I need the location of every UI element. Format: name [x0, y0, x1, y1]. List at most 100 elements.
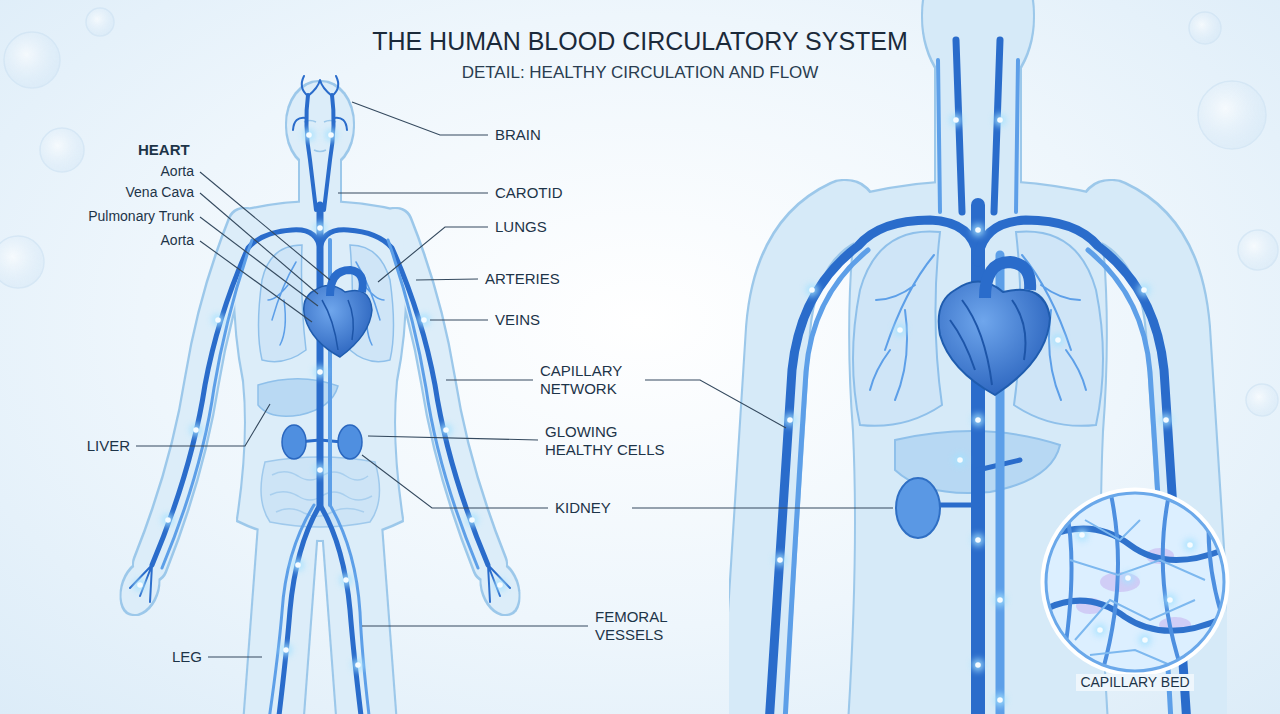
- left-arteries: [320, 505, 364, 714]
- right-veins: [784, 60, 1172, 714]
- inset-circle: [1043, 490, 1227, 674]
- part-label: KIDNEY: [555, 499, 611, 517]
- capillary-bed-detail: [1090, 650, 1170, 665]
- glow-cells: [212, 314, 225, 327]
- glow-cells: [466, 514, 479, 527]
- capillary-bed-detail: [1139, 634, 1152, 647]
- inset-circle: [1046, 493, 1224, 671]
- right-heart: [950, 300, 1026, 385]
- capillary-bed-detail: [1122, 572, 1135, 585]
- capillary-bed-detail: [1076, 529, 1089, 542]
- glow-cells: [994, 594, 1007, 607]
- glow-cells: [418, 314, 431, 327]
- leader-line: [446, 379, 533, 380]
- glow-cells: [994, 694, 1007, 707]
- left-arteries: [306, 95, 316, 210]
- glow-cells: [972, 224, 985, 237]
- leader-line: [338, 192, 488, 193]
- leader-line: [200, 217, 318, 306]
- glow-cells: [134, 579, 147, 592]
- right-heart: [939, 262, 1050, 395]
- glow-cells: [972, 414, 985, 427]
- left-arteries: [293, 76, 347, 130]
- right-kidney: [896, 478, 940, 538]
- left-veins: [388, 240, 478, 568]
- background-cells: [1246, 384, 1278, 416]
- capillary-bed-detail: [1163, 490, 1185, 680]
- background-cells: [0, 236, 44, 288]
- left-body-silhouette: [395, 225, 490, 565]
- part-label: FEMORAL VESSELS: [595, 608, 695, 644]
- leader-line: [362, 455, 548, 508]
- part-label: BRAIN: [495, 126, 541, 144]
- glow-cells: [303, 129, 316, 142]
- glow-cells: [894, 324, 907, 337]
- leader-line: [200, 172, 330, 280]
- leader-line: [632, 507, 893, 508]
- leader-line: [378, 227, 488, 282]
- glow-cells: [314, 222, 327, 235]
- left-arteries: [130, 565, 510, 602]
- glow-cells: [440, 424, 453, 437]
- background-cells: [1198, 81, 1266, 149]
- left-veins: [330, 505, 372, 714]
- background-cells: [40, 128, 84, 172]
- glow-cells: [340, 574, 353, 587]
- capillary-bed-detail: [1040, 490, 1230, 680]
- right-lungs: [853, 231, 942, 425]
- glow-cells: [1138, 284, 1151, 297]
- glow-cells: [774, 554, 787, 567]
- left-bronchi: [268, 262, 296, 345]
- capillary-bed-inset: CAPILLARY BED: [1045, 492, 1225, 695]
- leader-line: [430, 319, 488, 320]
- left-face: [314, 150, 326, 152]
- leader-line: [136, 404, 270, 446]
- right-arteries: [768, 220, 978, 714]
- part-label: LIVER: [87, 437, 130, 455]
- left-liver: [258, 379, 338, 417]
- part-label: Pulmonary Trunk: [88, 208, 194, 225]
- background-cells: [1238, 230, 1278, 270]
- left-kidneys: [282, 425, 306, 459]
- left-veins: [162, 240, 252, 568]
- glow-cells: [784, 414, 797, 427]
- part-label: LUNGS: [495, 218, 547, 236]
- glow-cells: [314, 464, 327, 477]
- diagram-title: THE HUMAN BLOOD CIRCULATORY SYSTEM: [0, 26, 1280, 56]
- glow-cells: [972, 659, 985, 672]
- capillary-bed-detail: [1040, 490, 1235, 680]
- part-label: VEINS: [495, 311, 540, 329]
- part-label: Vena Cava: [126, 184, 195, 201]
- left-body-silhouette: [115, 557, 165, 619]
- left-heart: [304, 270, 372, 357]
- leader-line: [200, 193, 318, 294]
- capillary-bed-detail: [1164, 594, 1177, 607]
- capillary-bed-detail: [1085, 520, 1140, 540]
- part-label: CAPILLARY NETWORK: [540, 362, 650, 398]
- leader-line: [416, 279, 478, 280]
- right-veins: [938, 60, 1018, 212]
- subtitle: DETAIL: HEALTHY CIRCULATION AND FLOW: [0, 63, 1280, 83]
- left-heart: [330, 270, 363, 296]
- glow-cells: [292, 559, 305, 572]
- right-veins: [784, 250, 868, 714]
- glow-cells: [1052, 334, 1065, 347]
- left-lungs: [259, 245, 307, 362]
- left-arteries: [320, 230, 488, 565]
- group-heading: HEART: [138, 141, 190, 159]
- capillary-bed-detail: [1070, 520, 1205, 665]
- glow-cells: [1160, 414, 1173, 427]
- part-label: Aorta: [161, 163, 194, 180]
- glow-cells: [352, 659, 365, 672]
- right-heart: [985, 262, 1030, 298]
- part-label: Aorta: [161, 232, 194, 249]
- left-body-silhouette: [115, 82, 525, 714]
- left-heart: [322, 300, 353, 350]
- right-heart: [939, 281, 1050, 395]
- glow-cells: [494, 579, 507, 592]
- left-veins: [162, 240, 478, 714]
- right-bronchi: [870, 255, 934, 400]
- left-lungs: [259, 245, 394, 362]
- glow-cells: [190, 424, 203, 437]
